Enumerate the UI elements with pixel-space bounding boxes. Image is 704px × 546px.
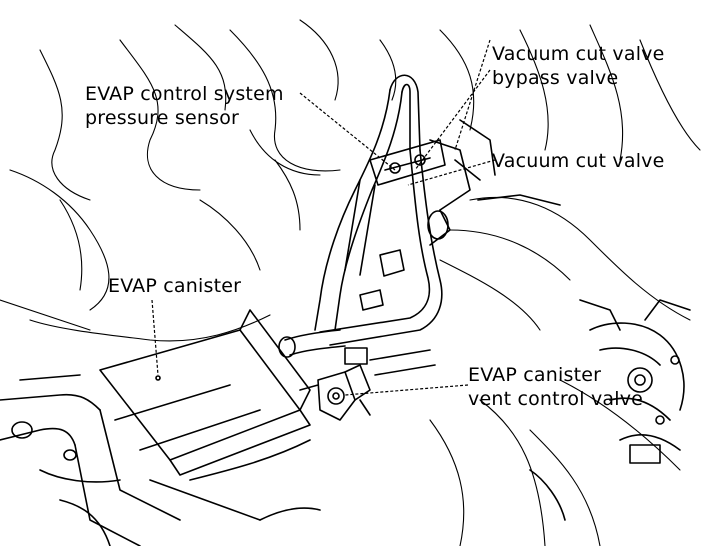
label-pressure-sensor-line1: EVAP control system — [85, 83, 284, 105]
label-vent-control-line2: vent control valve — [468, 388, 644, 410]
label-vacuum-cut-bypass-line2: bypass valve — [492, 67, 619, 89]
vacuum-cut-valve-cluster — [369, 119, 561, 246]
vent-control-valve — [299, 249, 405, 421]
evap-canister-body — [99, 309, 321, 521]
label-evap-canister: EVAP canister — [108, 275, 242, 297]
label-vacuum-cut-valve: Vacuum cut valve — [492, 150, 665, 172]
leader-lines — [151, 39, 496, 396]
underbody-frame — [0, 374, 181, 546]
evap-hoses — [278, 74, 443, 376]
label-vacuum-cut-bypass-line1: Vacuum cut valve — [492, 43, 665, 65]
body-contours — [0, 19, 701, 546]
rear-suspension — [529, 299, 691, 521]
label-vent-control-line1: EVAP canister — [468, 364, 602, 386]
label-pressure-sensor-line2: pressure sensor — [85, 107, 240, 129]
